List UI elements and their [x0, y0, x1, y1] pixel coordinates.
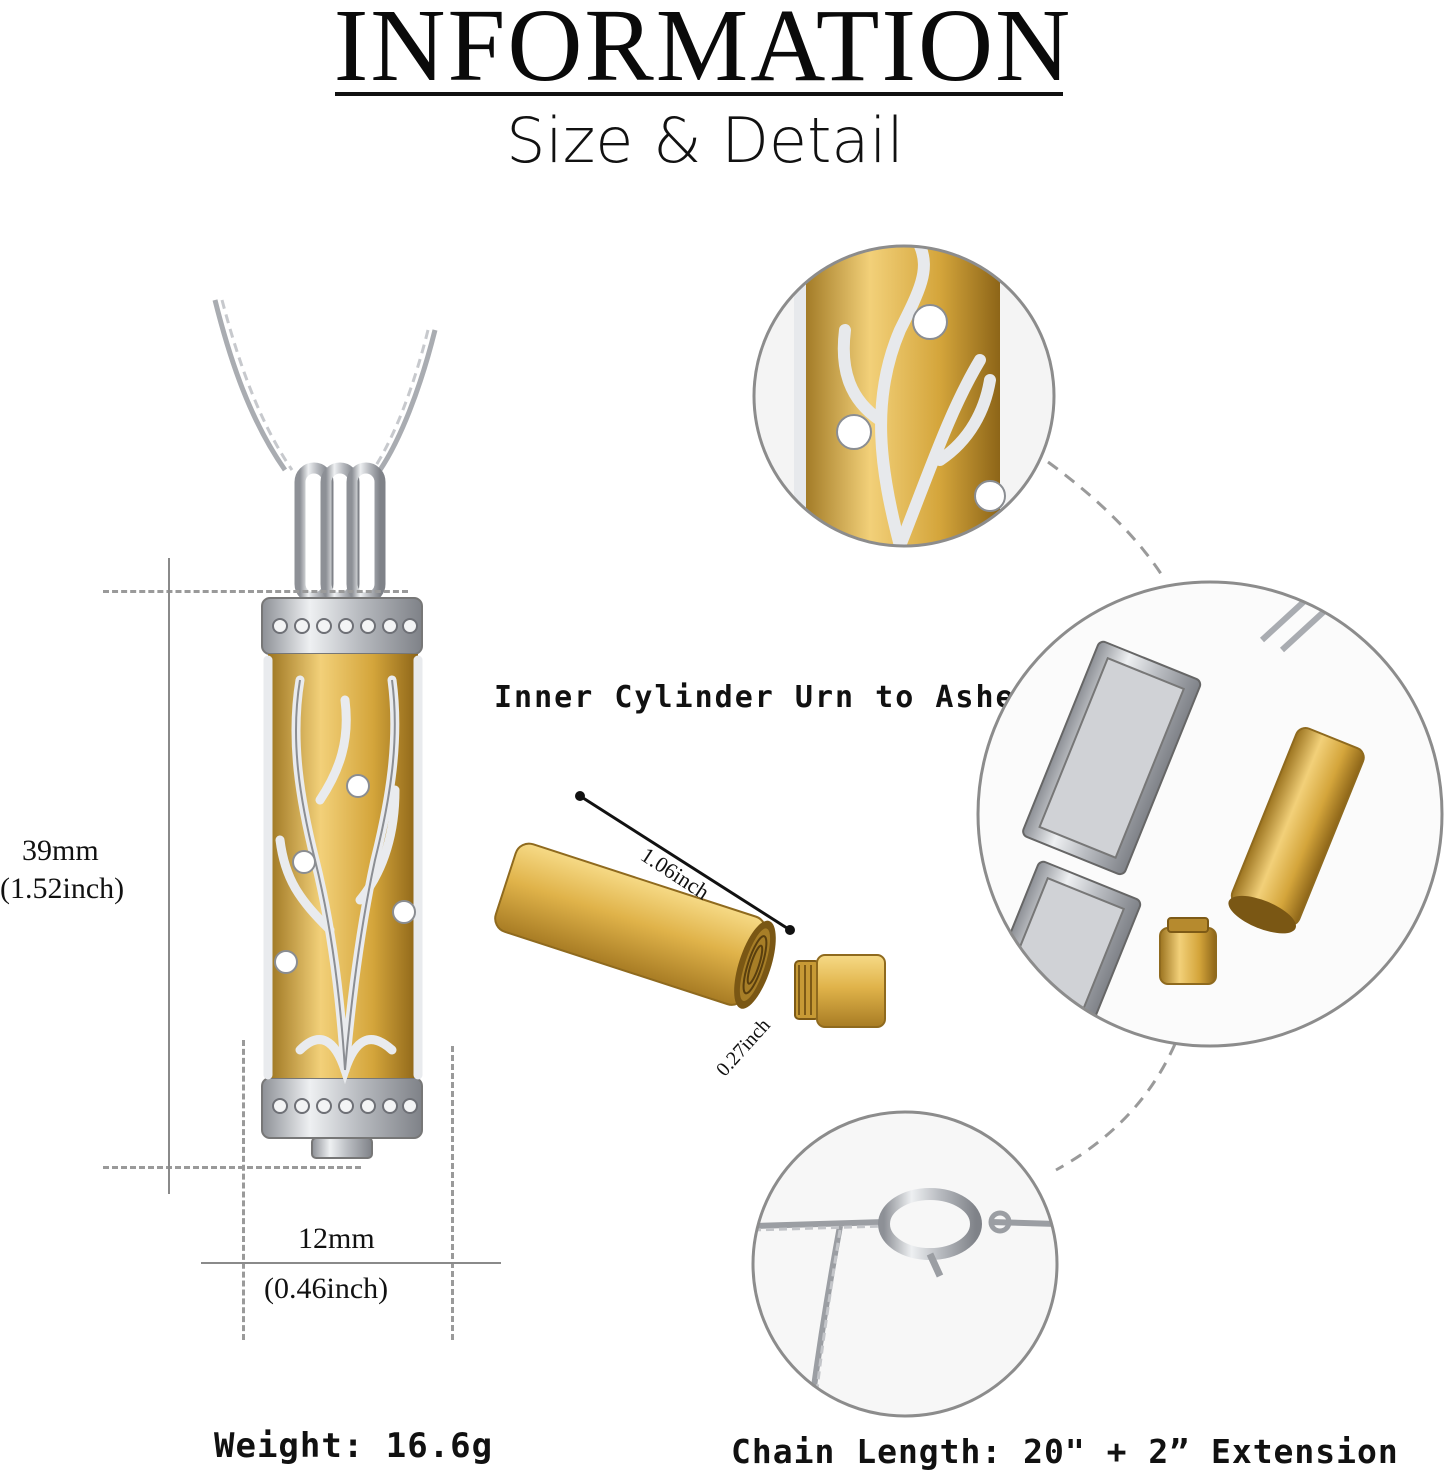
width-inch-label: (0.46inch) [264, 1272, 389, 1305]
height-guide-bottom [103, 1166, 361, 1169]
inner-cylinder-caption: Inner Cylinder Urn to Ashes [494, 680, 1036, 715]
height-dimension-line [168, 558, 170, 1194]
height-mm-label: 39mm [22, 834, 99, 867]
width-guide-left [242, 1040, 245, 1340]
chain-length-spec: Chain Length: 20" + 2” Extension [731, 1432, 1399, 1471]
width-guide-right [451, 1046, 454, 1340]
clasp-circle [751, 1110, 1059, 1418]
width-dimension-line [201, 1262, 501, 1264]
page-subtitle: Size & Detail [506, 104, 904, 177]
width-mm-label: 12mm [298, 1222, 375, 1255]
height-guide-top [103, 590, 408, 593]
height-inch-label: (1.52inch) [0, 872, 125, 905]
filigree-closeup-circle [752, 244, 1056, 548]
opened-pendant-circle [976, 580, 1444, 1048]
page-title: INFORMATION [333, 0, 1073, 103]
title-underline [335, 92, 1063, 96]
weight-spec: Weight: 16.6g [214, 1426, 494, 1466]
